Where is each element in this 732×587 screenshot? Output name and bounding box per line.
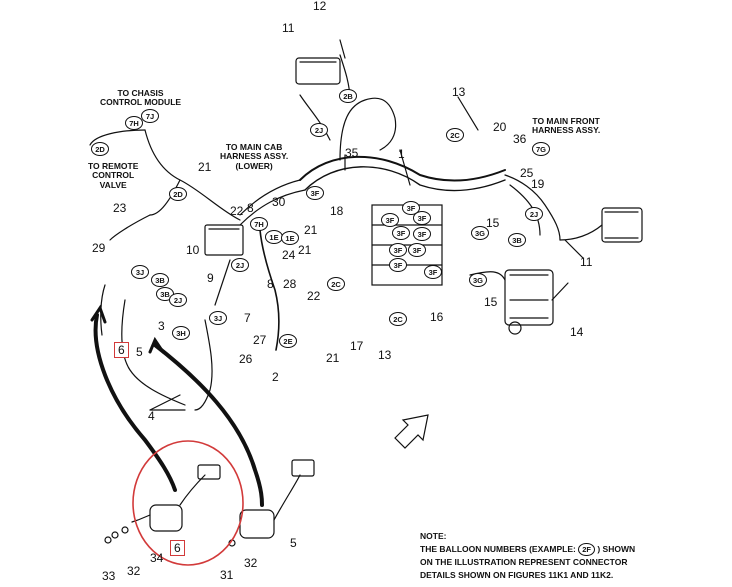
- callout: 8: [267, 277, 274, 291]
- balloon: 3J: [131, 265, 149, 279]
- callout: 11: [282, 21, 295, 35]
- callout: 11: [580, 255, 593, 269]
- callout: 21: [304, 223, 318, 237]
- note-line: THE BALLOON NUMBERS (EXAMPLE: 2F ) SHOWN: [420, 542, 720, 556]
- callout: 16: [430, 310, 444, 324]
- callout: 31: [220, 568, 234, 582]
- callout: 32: [127, 564, 141, 578]
- callout: 22: [307, 289, 321, 303]
- note-title: NOTE:: [420, 531, 447, 541]
- callout: 33: [102, 569, 116, 583]
- balloon: 3F: [392, 226, 410, 240]
- balloon: 3F: [424, 265, 442, 279]
- callout: 32: [244, 556, 258, 570]
- callout: 5: [290, 536, 297, 550]
- balloon: 3B: [151, 273, 169, 287]
- callout: 13: [378, 348, 392, 362]
- callout: 36: [513, 132, 527, 146]
- callout: 15: [484, 295, 498, 309]
- balloon: 3F: [413, 211, 431, 225]
- balloon: 3F: [408, 243, 426, 257]
- balloon: 2D: [91, 142, 109, 156]
- balloon: 2D: [169, 187, 187, 201]
- balloon: 7H: [125, 116, 143, 130]
- callout: 2: [272, 370, 279, 384]
- balloon: 3B: [508, 233, 526, 247]
- callout: 14: [570, 325, 584, 339]
- caption-chassis: TO CHASIS CONTROL MODULE: [100, 88, 182, 108]
- balloon: 3G: [471, 226, 489, 240]
- callout: 18: [330, 204, 344, 218]
- balloon: 3F: [389, 258, 407, 272]
- balloon: 3H: [172, 326, 190, 340]
- note-text: ) SHOWN: [597, 543, 636, 554]
- note-block: NOTE: THE BALLOON NUMBERS (EXAMPLE: 2F )…: [420, 530, 720, 582]
- note-example-balloon: 2F: [578, 542, 595, 556]
- callout: 4: [148, 409, 155, 423]
- caption-main-cab: TO MAIN CAB HARNESS ASSY. (LOWER): [220, 142, 289, 171]
- highlighted-callout: 6: [114, 342, 129, 358]
- callout: 34: [150, 551, 164, 565]
- callout: 22: [230, 204, 244, 218]
- callout: 23: [113, 201, 127, 215]
- balloon: 2C: [389, 312, 407, 326]
- callout: 26: [239, 352, 253, 366]
- balloon: 1E: [281, 231, 299, 245]
- callout: 12: [313, 0, 327, 13]
- balloon: 2E: [279, 334, 297, 348]
- balloon: 3F: [413, 227, 431, 241]
- balloon: 7H: [250, 217, 268, 231]
- callout: 27: [253, 333, 267, 347]
- callout: 15: [486, 216, 500, 230]
- note-line: ON THE ILLUSTRATION REPRESENT CONNECTOR: [420, 557, 628, 567]
- callout: 8: [247, 201, 254, 215]
- caption-remote-valve: TO REMOTE CONTROL VALVE: [88, 161, 139, 190]
- balloon: 3F: [381, 213, 399, 227]
- callout: 19: [531, 177, 545, 191]
- callout: 21: [326, 351, 340, 365]
- balloon: 2J: [231, 258, 249, 272]
- balloon: 3J: [209, 311, 227, 325]
- balloon: 2C: [327, 277, 345, 291]
- callout: 1: [398, 147, 405, 161]
- callout: 24: [282, 248, 296, 262]
- callout: 7: [244, 311, 251, 325]
- balloon: 3F: [306, 186, 324, 200]
- note-line: DETAILS SHOWN ON FIGURES 11K1 AND 11K2.: [420, 569, 614, 580]
- callout: 21: [298, 243, 312, 257]
- balloon: 7J: [141, 109, 159, 123]
- callout: 28: [283, 277, 297, 291]
- caption-main-front: TO MAIN FRONT HARNESS ASSY.: [532, 116, 601, 136]
- callout: 29: [92, 241, 106, 255]
- balloon: 3F: [389, 243, 407, 257]
- balloon: 2J: [169, 293, 187, 307]
- balloon: 3G: [469, 273, 487, 287]
- callout: 20: [493, 120, 507, 134]
- balloon: 2J: [525, 207, 543, 221]
- note-text: THE BALLOON NUMBERS (EXAMPLE:: [420, 543, 576, 554]
- callout: 3: [158, 319, 165, 333]
- callout: 9: [207, 271, 214, 285]
- callout: 30: [272, 195, 286, 209]
- callout: 21: [198, 160, 212, 174]
- callout: 13: [452, 85, 466, 99]
- callout: 10: [186, 243, 200, 257]
- callout: 5: [136, 345, 143, 359]
- balloon: 2C: [446, 128, 464, 142]
- highlighted-callout: 6: [170, 540, 185, 556]
- callout: 35: [345, 146, 359, 160]
- balloon: 7G: [532, 142, 550, 156]
- balloon: 2J: [310, 123, 328, 137]
- balloon: 2B: [339, 89, 357, 103]
- callout: 17: [350, 339, 364, 353]
- callout: 25: [520, 166, 534, 180]
